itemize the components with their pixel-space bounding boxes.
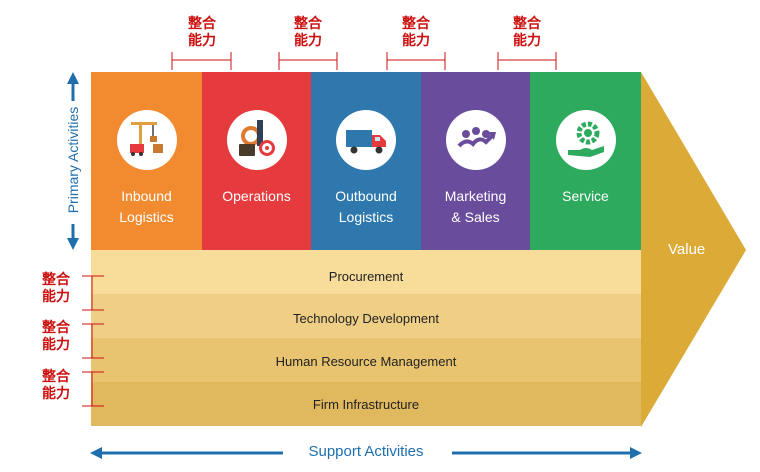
warehouse-crane-icon xyxy=(116,110,177,170)
integration-line1: 整合 xyxy=(188,16,216,32)
integration-line2: 能力 xyxy=(513,33,541,49)
integration-line1: 整合 xyxy=(42,272,70,288)
primary-label-line2: Logistics xyxy=(338,209,394,225)
integration-annotation-left-3: 整合能力 xyxy=(36,369,76,403)
primary-activities-label: Primary Activities xyxy=(65,106,81,214)
integration-line1: 整合 xyxy=(513,16,541,32)
primary-label-line1: Outbound xyxy=(335,188,397,204)
integration-annotation-top-3: 整合能力 xyxy=(396,16,436,50)
integration-annotation-left-2: 整合能力 xyxy=(36,320,76,354)
integration-annotation-top-4: 整合能力 xyxy=(507,16,547,50)
support-band-technology xyxy=(91,294,641,338)
support-band-infrastructure xyxy=(91,382,641,426)
integration-line2: 能力 xyxy=(294,33,322,49)
primary-operations: Operations xyxy=(202,72,311,250)
support-label-technology: Technology Development xyxy=(293,311,439,326)
primary-label-line1: Service xyxy=(562,188,609,204)
support-band-hr xyxy=(91,338,641,382)
integration-annotation-left-1: 整合能力 xyxy=(36,272,76,306)
support-label-infrastructure: Firm Infrastructure xyxy=(312,397,420,412)
primary-label-line2: Logistics xyxy=(119,209,174,225)
support-band-procurement xyxy=(91,250,641,294)
operations-tools-icon xyxy=(226,110,287,170)
primary-axis-arrow xyxy=(67,72,79,250)
integration-line2: 能力 xyxy=(188,33,216,49)
integration-annotation-top-2: 整合能力 xyxy=(288,16,328,50)
integration-line2: 能力 xyxy=(402,33,430,49)
support-axis-arrow xyxy=(90,447,642,459)
primary-marketing-sales: Marketing & Sales xyxy=(421,72,530,250)
support-label-procurement: Procurement xyxy=(328,269,404,284)
integration-line1: 整合 xyxy=(402,16,430,32)
integration-annotation-top-1: 整合能力 xyxy=(182,16,222,50)
value-arrow xyxy=(641,72,746,427)
value-label: Value xyxy=(668,241,706,258)
integration-line1: 整合 xyxy=(294,16,322,32)
integration-line2: 能力 xyxy=(42,289,70,305)
integration-line1: 整合 xyxy=(42,369,70,385)
gear-hand-icon xyxy=(555,110,616,170)
support-label-hr: Human Resource Management xyxy=(275,354,457,369)
team-growth-icon xyxy=(445,110,506,170)
top-integration-brackets xyxy=(171,52,557,70)
delivery-truck-icon xyxy=(336,110,396,170)
integration-line2: 能力 xyxy=(42,337,70,353)
primary-label-line2: & Sales xyxy=(451,209,500,225)
support-activities-text: Support Activities xyxy=(308,443,424,460)
left-integration-brackets xyxy=(82,275,104,407)
primary-label-line1: Marketing xyxy=(444,188,507,204)
primary-service: Service xyxy=(530,72,641,250)
primary-label-line1: Inbound xyxy=(121,188,172,204)
primary-label-line1: Operations xyxy=(222,188,291,204)
integration-line1: 整合 xyxy=(42,320,70,336)
integration-line2: 能力 xyxy=(42,386,70,402)
